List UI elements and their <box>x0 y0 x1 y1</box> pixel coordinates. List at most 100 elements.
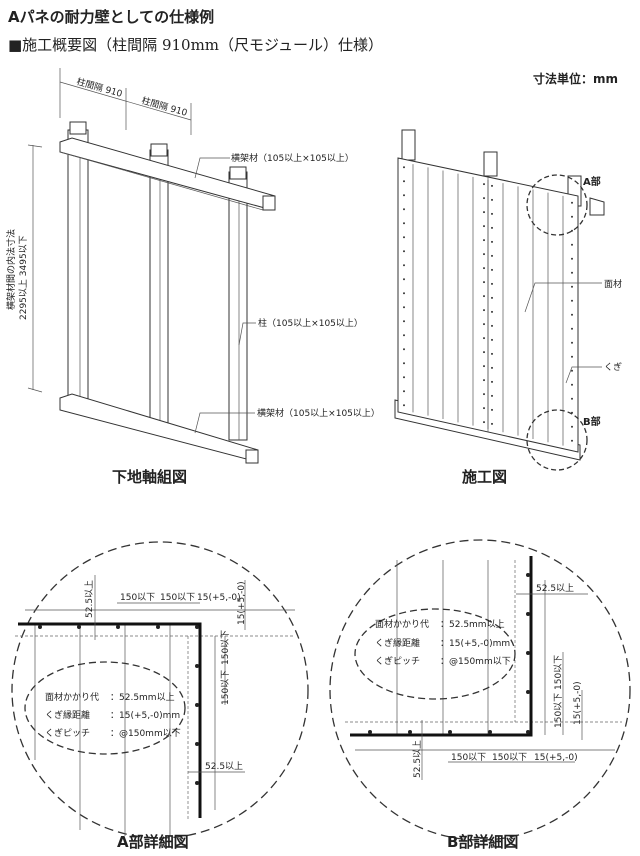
nail-dot <box>491 324 493 327</box>
nail-dot <box>491 254 493 257</box>
nail-dot <box>483 197 485 200</box>
spec-label: 面材かかり代 <box>45 691 99 703</box>
dim-overlap-side: 52.5以上 <box>536 583 574 594</box>
dim-pitch-vertical-2: 150以下 <box>221 670 231 705</box>
nail-dot <box>491 268 493 271</box>
nail-dot <box>403 250 405 253</box>
dim-pitch-2: 150以下 <box>492 753 527 763</box>
nail-dot <box>491 282 493 285</box>
nail-dot <box>571 383 573 386</box>
nail-dot <box>403 194 405 197</box>
part-a-marker <box>526 174 588 236</box>
post-right <box>228 171 248 441</box>
nail-dot <box>483 225 485 228</box>
height-label-1: 横架材間の内法寸法 <box>5 229 17 310</box>
nail-dot <box>483 393 485 396</box>
spec-label: くぎピッチ <box>375 655 420 667</box>
part-b-label: B部 <box>583 415 601 428</box>
nail-dot <box>483 295 485 298</box>
nail-dot <box>571 215 573 218</box>
nail-dot <box>491 408 493 411</box>
nail-dot <box>483 337 485 340</box>
nail-dot <box>491 226 493 229</box>
spec-box-b: 面材かかり代：52.5mm以上 くぎ縁距離：15(+5,-0)mm くぎピッチ：… <box>375 618 511 667</box>
nail-dot <box>483 281 485 284</box>
nail-dot <box>403 334 405 337</box>
nail-dot <box>571 369 573 372</box>
spec-value: ：52.5mm以上 <box>110 692 175 703</box>
nail-dot <box>571 341 573 344</box>
panel-label: 面材 <box>604 278 622 290</box>
nail-dot <box>571 425 573 428</box>
dim-edge-vertical: 15(+5,-0) <box>237 581 247 625</box>
nail-dot <box>403 236 405 239</box>
construction-drawing: A部 面材 くぎ B部 施工図 <box>394 129 622 486</box>
nail-dot <box>571 229 573 232</box>
nail-dot <box>403 292 405 295</box>
bottom-beam-label: 横架材（105以上×105以上） <box>257 407 380 419</box>
dim-edge: 15(+5,-0) <box>534 753 578 763</box>
detail-b: 52.5以上 150以下 150以下 15(+5,-0) 150以下 150以下… <box>329 539 631 851</box>
nail-dot <box>403 222 405 225</box>
nail-dot <box>571 243 573 246</box>
nail-dot <box>491 310 493 313</box>
nail-dot <box>491 184 493 187</box>
nail-dot <box>491 352 493 355</box>
nail-dot <box>491 296 493 299</box>
nail-dot <box>403 180 405 183</box>
spec-value: ：52.5mm以上 <box>440 619 505 630</box>
dim-pitch-vertical-1: 150以下 <box>221 630 231 665</box>
nail-dot <box>571 397 573 400</box>
spec-label: くぎ縁距離 <box>375 637 420 649</box>
nail-dot <box>483 365 485 368</box>
nail-dot <box>491 212 493 215</box>
nail-dot <box>403 208 405 211</box>
top-beam-label: 横架材（105以上×105以上） <box>231 152 354 164</box>
dim-pitch-vertical-2: 150以下 <box>554 693 564 728</box>
nail-dot <box>491 240 493 243</box>
nail-dot <box>571 327 573 330</box>
nail-dot <box>483 267 485 270</box>
nail-dot <box>483 421 485 424</box>
spacing-label-1: 柱間隔 910 <box>75 75 124 100</box>
height-label-2: 2295以上 3495以下 <box>18 235 29 320</box>
nail-dot <box>403 320 405 323</box>
spec-label: くぎ縁距離 <box>45 709 90 721</box>
nail-dot <box>571 439 573 442</box>
nail-dot <box>491 394 493 397</box>
nail-dot <box>571 201 573 204</box>
spec-label: くぎピッチ <box>45 727 90 739</box>
spec-value: ：@150mm以下 <box>110 729 181 739</box>
spec-value: ：15(+5,-0)mm <box>110 711 180 721</box>
section-subtitle: ■施工概要図（柱間隔 910mm（尺モジュール）仕様） <box>8 36 383 54</box>
nail-dot <box>571 299 573 302</box>
dim-edge-vertical: 15(+5,-0) <box>573 681 583 725</box>
dim-overlap-bottom: 52.5以上 <box>412 740 423 778</box>
nail-dot <box>403 166 405 169</box>
part-a-label: A部 <box>583 175 601 188</box>
nail-dot <box>403 404 405 407</box>
detail-a: 52.5以上 150以下 150以下 15(+5,-0) 15(+5,-0) 1… <box>11 541 309 851</box>
nail-dot <box>483 239 485 242</box>
post-left <box>67 129 89 403</box>
detail-b-caption: B部詳細図 <box>447 833 518 851</box>
nail-dot <box>483 211 485 214</box>
frame-drawing: 柱間隔 910 柱間隔 910 横架材間の内法寸法 2295以上 3495以下 … <box>5 68 380 486</box>
nail-dot <box>483 253 485 256</box>
dim-overlap-side: 52.5以上 <box>205 761 243 772</box>
nail-dot <box>571 271 573 274</box>
spec-label: 面材かかり代 <box>375 618 429 630</box>
nail-dot <box>403 278 405 281</box>
page-title: Aパネの耐力壁としての仕様例 <box>8 8 215 26</box>
nail-dot <box>403 376 405 379</box>
spec-box-a: 面材かかり代 ：52.5mm以上 くぎ縁距離 ：15(+5,-0)mm くぎピッチ ：… <box>45 691 181 739</box>
nail-dot <box>491 198 493 201</box>
part-b-marker <box>526 409 588 471</box>
spacing-label-2: 柱間隔 910 <box>140 94 189 119</box>
nail-dot <box>403 306 405 309</box>
dim-pitch-1: 150以下 <box>120 593 155 603</box>
nail-dot <box>403 264 405 267</box>
construction-drawing-caption: 施工図 <box>462 468 507 486</box>
nail-dot <box>491 366 493 369</box>
